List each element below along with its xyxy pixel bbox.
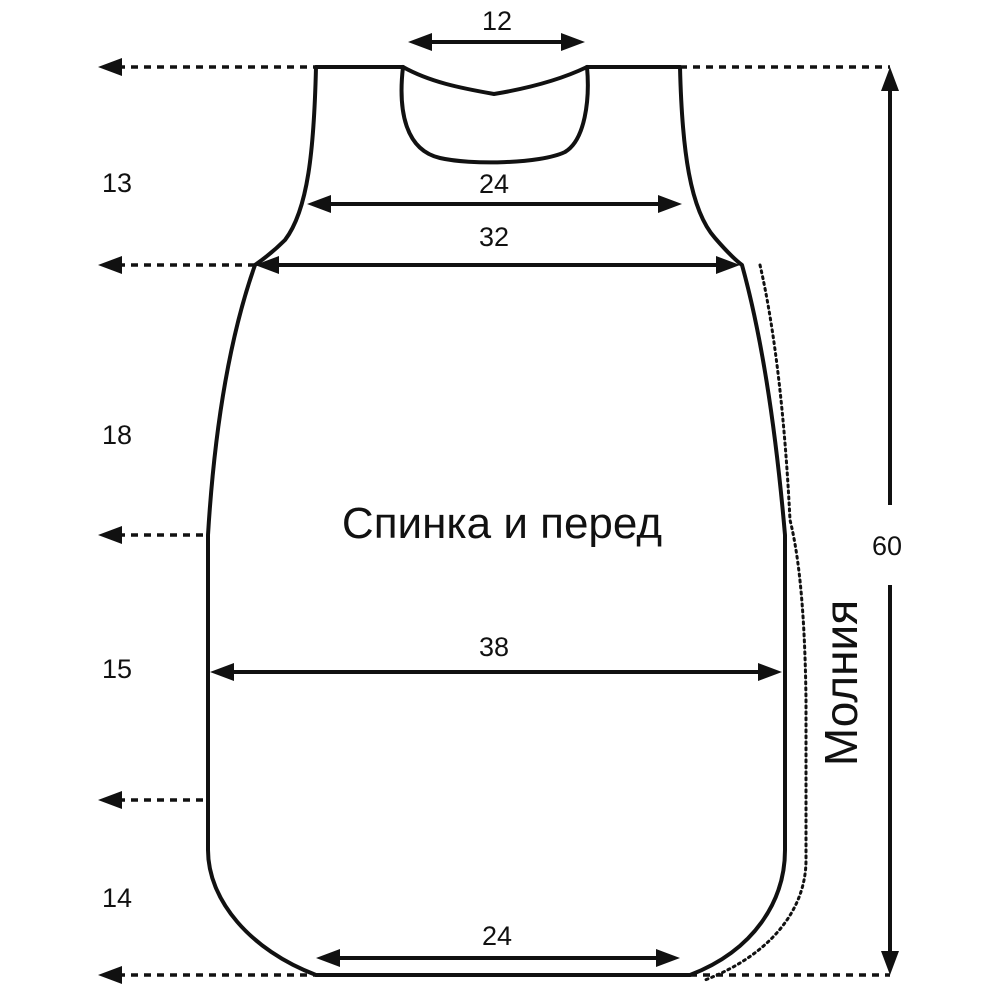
upper-body-height-label: 18: [102, 420, 132, 450]
neck-width-label: 12: [482, 6, 512, 36]
bottom-width-arrow: [316, 949, 680, 967]
hip-width-label: 38: [479, 632, 509, 662]
zipper-line: [703, 263, 808, 982]
zipper-label: Молния: [815, 600, 867, 766]
total-height-label: 60: [872, 531, 902, 561]
shoulder-width-label: 24: [479, 169, 509, 199]
middle-body-height-label: 15: [102, 654, 132, 684]
neck-width-arrow: [408, 33, 585, 51]
bottom-width-label: 24: [482, 921, 512, 951]
shoulder-width-arrow: [307, 195, 682, 213]
lower-body-height-label: 14: [102, 883, 132, 913]
left-height-markers: [98, 58, 316, 984]
total-height-arrow: [881, 67, 899, 975]
garment-outline: [206, 65, 787, 977]
neckline: [401, 65, 589, 96]
chest-width-label: 32: [479, 222, 509, 252]
chest-width-arrow: [255, 256, 740, 274]
hip-width-arrow: [210, 663, 782, 681]
armhole-height-label: 13: [102, 168, 132, 198]
right-reference-lines: [680, 65, 890, 977]
piece-title: Спинка и перед: [342, 499, 662, 548]
